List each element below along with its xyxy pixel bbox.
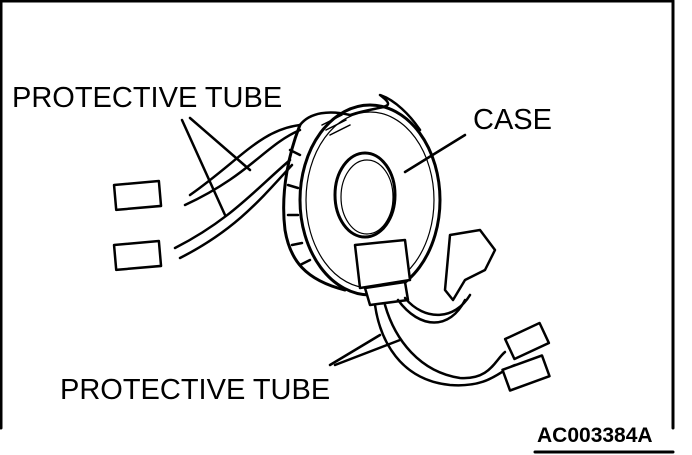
protective-tube-bottom-label: PROTECTIVE TUBE (60, 374, 331, 406)
case-body (282, 93, 442, 297)
leader-lines (180, 116, 467, 367)
protective-tube-top-label: PROTECTIVE TUBE (12, 82, 283, 114)
connectors (112, 179, 551, 392)
figure-code: AC003384A (537, 424, 653, 447)
wire-harness (173, 123, 517, 387)
frame (0, 0, 675, 454)
case-label: CASE (473, 104, 552, 136)
